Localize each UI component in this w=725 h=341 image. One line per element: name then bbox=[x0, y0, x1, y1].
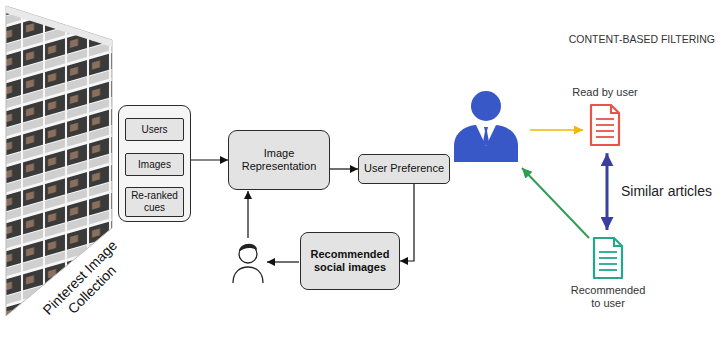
process-box: User Preference bbox=[358, 154, 450, 184]
node-label: Image Representation bbox=[233, 147, 325, 173]
read-arrow bbox=[530, 129, 583, 131]
reader-collar bbox=[476, 125, 496, 146]
collection-label: Pinterest Image Collection bbox=[36, 234, 136, 334]
node-label: Images bbox=[138, 159, 171, 171]
process-box: Image Representation bbox=[228, 130, 330, 190]
document-line bbox=[596, 130, 614, 132]
edge-label: Similar articles bbox=[619, 183, 714, 200]
document-line bbox=[599, 251, 617, 253]
document-line bbox=[599, 263, 617, 265]
document-line bbox=[599, 257, 617, 259]
document-line bbox=[596, 136, 614, 138]
document-icon bbox=[588, 103, 622, 147]
recommend-arrow bbox=[522, 168, 589, 238]
document-outline bbox=[591, 105, 619, 145]
document-fold bbox=[614, 238, 622, 246]
document-line bbox=[596, 124, 614, 126]
connector bbox=[606, 153, 609, 230]
node-label: Re-ranked cues bbox=[130, 190, 179, 214]
input-group: UsersImagesRe-ranked cues bbox=[118, 105, 191, 222]
node-label: Users bbox=[141, 124, 167, 136]
connector bbox=[330, 168, 358, 169]
document-outline bbox=[594, 238, 622, 278]
delivery-arrow bbox=[267, 261, 299, 262]
node-label: User Preference bbox=[364, 162, 444, 175]
document-line bbox=[596, 118, 614, 120]
user-body bbox=[233, 267, 263, 283]
document-node: Read by user bbox=[562, 86, 648, 153]
output-box: Recommended social images bbox=[300, 232, 400, 290]
document-icon bbox=[591, 236, 625, 280]
reader-tie bbox=[483, 127, 489, 146]
document-node: Recommended to user bbox=[566, 230, 650, 310]
feedback-arrow bbox=[247, 191, 248, 238]
document-line bbox=[599, 269, 617, 271]
input-box: Images bbox=[125, 153, 184, 176]
collage-header bbox=[6, 6, 112, 47]
node-label: Read by user bbox=[572, 86, 637, 99]
document-fold bbox=[611, 105, 619, 113]
reader-body bbox=[454, 125, 518, 162]
input-box: Users bbox=[125, 118, 184, 141]
connector bbox=[191, 159, 228, 160]
node-label: Recommended to user bbox=[566, 284, 650, 310]
user-hair bbox=[239, 244, 257, 252]
connector bbox=[400, 184, 414, 261]
input-box: Re-ranked cues bbox=[125, 187, 184, 217]
node-label: Recommended social images bbox=[305, 248, 395, 274]
reader-head bbox=[471, 91, 501, 121]
diagram-title: CONTENT-BASED FILTERING bbox=[569, 33, 715, 46]
